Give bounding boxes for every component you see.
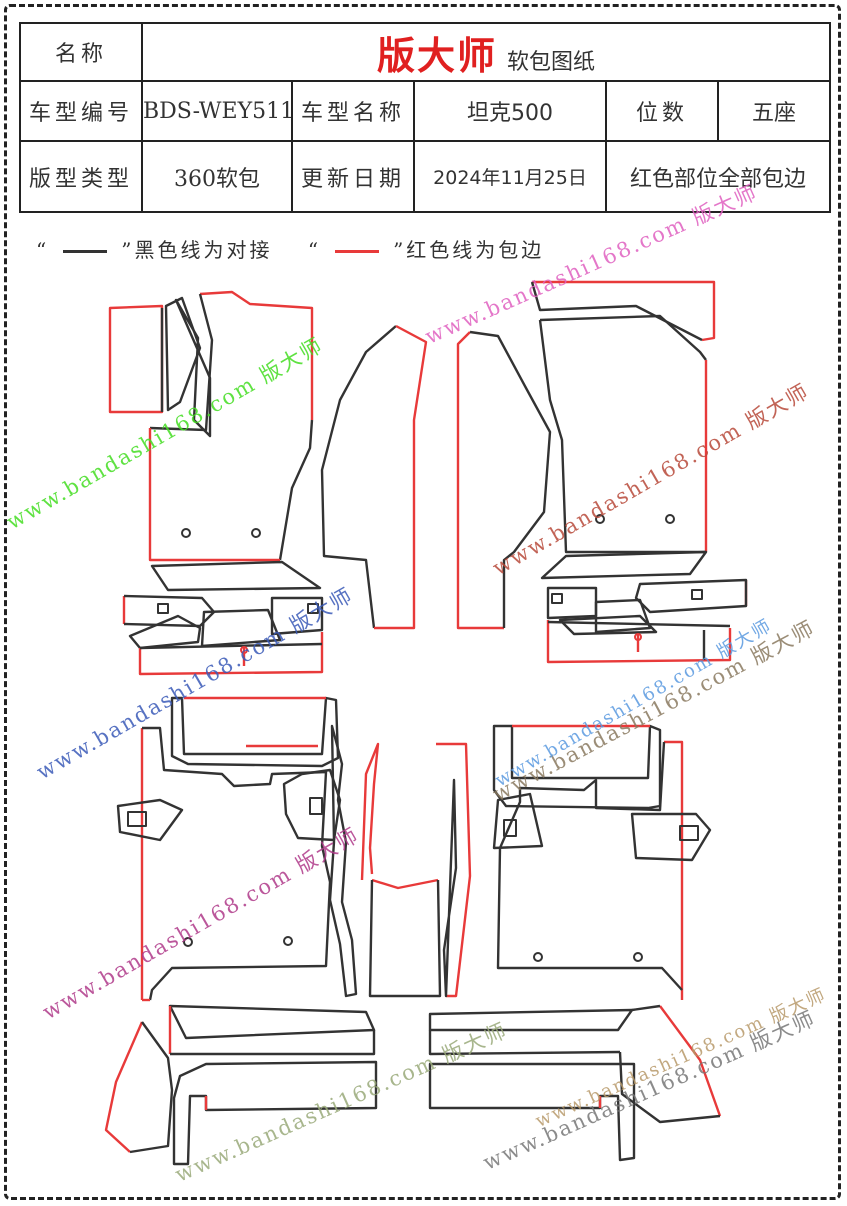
legend: “”黑色线为对接 “”红色线为包边 — [36, 234, 544, 263]
front-right-tunnel-piece — [456, 330, 552, 630]
rear-left-mat-pieces — [104, 696, 378, 1166]
doc-type: 软包图纸 — [507, 49, 596, 75]
legend-open-quote-2: “ — [307, 238, 322, 262]
edge-note: 红色部位全部包边 — [604, 140, 832, 213]
name-label: 名称 — [19, 22, 143, 82]
front-left-mat-pieces — [108, 290, 324, 676]
legend-black-line — [63, 250, 108, 253]
update-date: 2024年11月25日 — [413, 140, 607, 213]
rear-right-mat-pieces — [428, 724, 722, 1162]
legend-close-quote-2: ” — [393, 238, 407, 262]
model-name-label: 车型名称 — [291, 80, 415, 142]
pattern-type: 360软包 — [141, 140, 293, 213]
front-left-tunnel-piece — [320, 324, 428, 630]
legend-open-quote: “ — [36, 238, 50, 262]
brand-title: 版大师 — [377, 32, 498, 78]
model-code: BDS-WEY5111S — [141, 80, 293, 142]
legend-close-quote: ” — [121, 238, 135, 262]
seats-label: 位数 — [605, 80, 719, 142]
legend-red-text: 红色线为包边 — [406, 238, 545, 262]
page-border — [4, 4, 841, 1200]
front-right-mat-pieces — [530, 280, 748, 664]
legend-black-text: 黑色线为对接 — [134, 238, 273, 262]
pattern-type-label: 版型类型 — [19, 140, 143, 213]
update-date-label: 更新日期 — [291, 140, 415, 213]
seats-value: 五座 — [716, 80, 832, 142]
model-code-label: 车型编号 — [19, 80, 143, 142]
title-cell: 版大师软包图纸 — [140, 22, 832, 82]
legend-red-line — [335, 250, 380, 253]
rear-center-tunnel-piece — [360, 742, 442, 998]
model-name: 坦克500 — [413, 80, 607, 142]
